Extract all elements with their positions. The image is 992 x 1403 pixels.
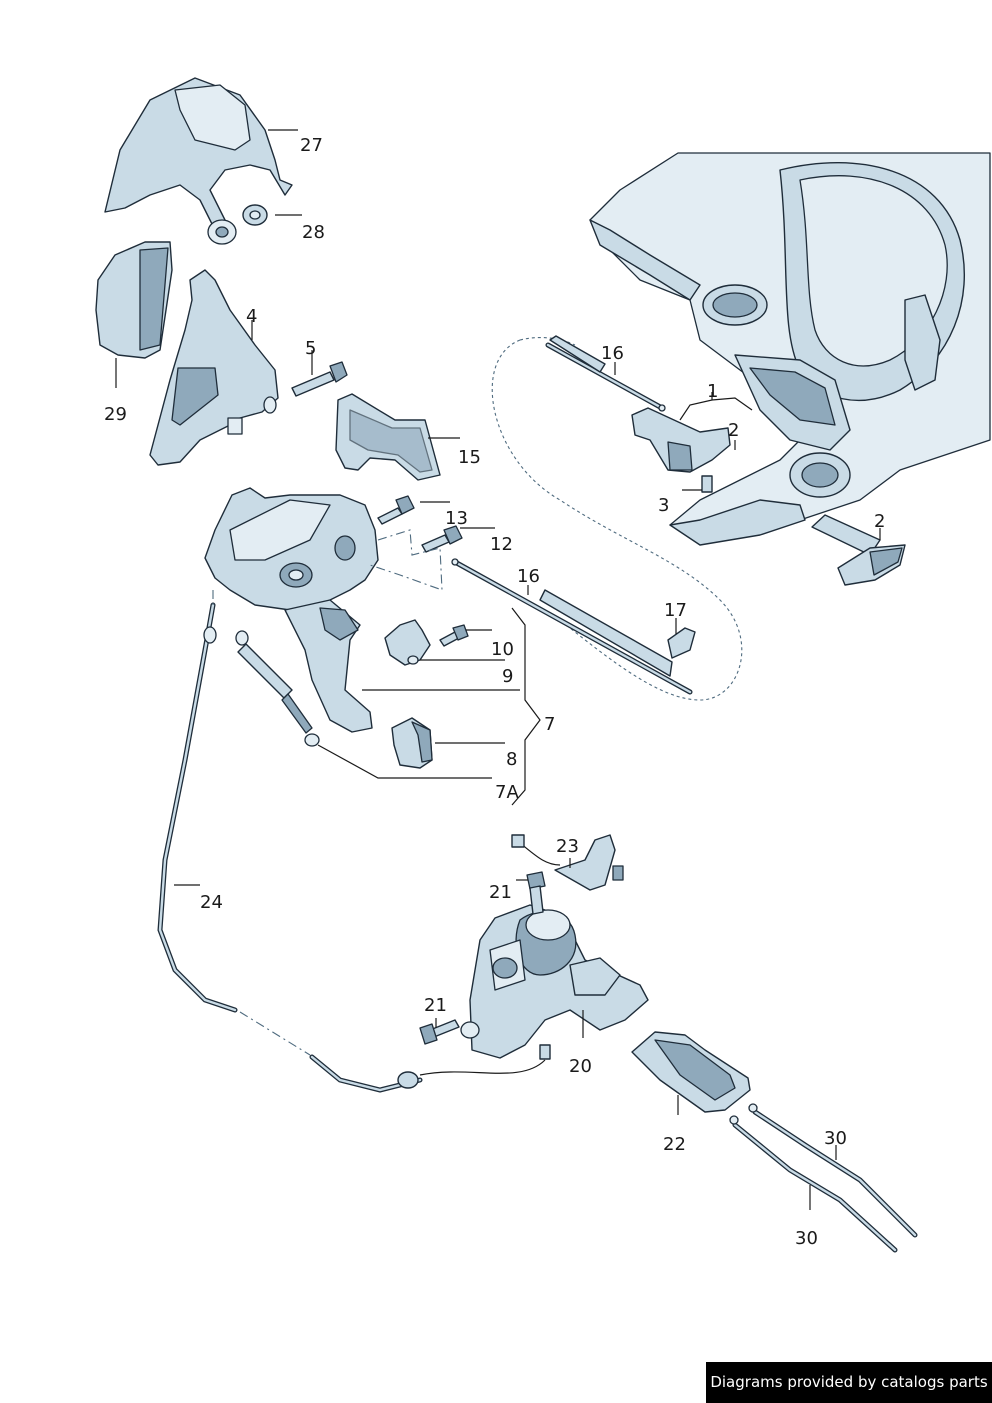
bracket-part-4 — [149, 269, 279, 466]
callout-5: 5 — [305, 338, 316, 359]
callout-8: 8 — [506, 749, 517, 770]
callout-1: 1 — [707, 381, 718, 402]
bolt-part-21-upper — [526, 871, 546, 915]
callout-12: 12 — [490, 534, 513, 555]
sensor-part-9 — [384, 619, 431, 666]
callout-16-upper: 16 — [601, 343, 624, 364]
callout-28: 28 — [302, 222, 325, 243]
bolt-part-5 — [291, 361, 348, 397]
washer-part-28 — [242, 204, 268, 226]
callout-7: 7 — [544, 714, 555, 735]
callout-4: 4 — [246, 306, 257, 327]
callout-7A: 7A — [495, 782, 519, 803]
screw-part-3 — [701, 475, 713, 493]
callout-24: 24 — [200, 892, 223, 913]
callout-3: 3 — [658, 495, 669, 516]
pad-part-29 — [95, 241, 173, 359]
callout-30-upper: 30 — [824, 1128, 847, 1149]
callout-23: 23 — [556, 836, 579, 857]
callout-9: 9 — [502, 666, 513, 687]
callout-16-lower: 16 — [517, 566, 540, 587]
pedal-pad-part-8 — [391, 717, 433, 769]
cable-part-16-lower — [451, 558, 693, 695]
dashboard-illustration — [589, 152, 991, 546]
cover-part-27 — [104, 77, 293, 245]
bolt-part-21-lower — [419, 1019, 460, 1045]
callout-30-lower: 30 — [795, 1228, 818, 1249]
callout-2-upper: 2 — [728, 420, 739, 441]
callout-15: 15 — [458, 447, 481, 468]
callout-2-lower: 2 — [874, 511, 885, 532]
callout-labels: 27 28 29 4 5 15 13 12 16 17 10 9 7 8 7A … — [104, 135, 885, 1249]
callout-10: 10 — [491, 639, 514, 660]
assembly-dashline-13 — [369, 529, 443, 591]
callout-17: 17 — [664, 600, 687, 621]
leader-lines — [115, 129, 881, 1210]
clip-part-17 — [667, 627, 696, 659]
callout-21-upper: 21 — [489, 882, 512, 903]
pedal-assembly-part-7 — [204, 487, 379, 733]
credit-banner: Diagrams provided by catalogs parts — [706, 1362, 992, 1403]
callout-21-lower: 21 — [424, 995, 447, 1016]
enclosure-outline — [491, 336, 743, 701]
bracket-part-23 — [511, 834, 624, 891]
bolt-part-10 — [439, 624, 469, 647]
callout-20: 20 — [569, 1056, 592, 1077]
bracket-part-15 — [335, 393, 441, 481]
button-part-2 — [811, 514, 906, 586]
callout-13: 13 — [445, 508, 468, 529]
callout-29: 29 — [104, 404, 127, 425]
callout-22: 22 — [663, 1134, 686, 1155]
actuator-part-20 — [460, 904, 649, 1059]
bolt-part-13 — [377, 495, 415, 525]
cover-part-22 — [631, 1031, 751, 1113]
damper-part-7A — [235, 630, 320, 747]
bolt-part-12 — [421, 525, 463, 553]
switch-part-1 — [631, 407, 731, 473]
cable-part-24 — [157, 602, 551, 1093]
callout-27: 27 — [300, 135, 323, 156]
cable-part-30 — [729, 1103, 918, 1253]
cable-part-16-upper — [545, 335, 666, 412]
